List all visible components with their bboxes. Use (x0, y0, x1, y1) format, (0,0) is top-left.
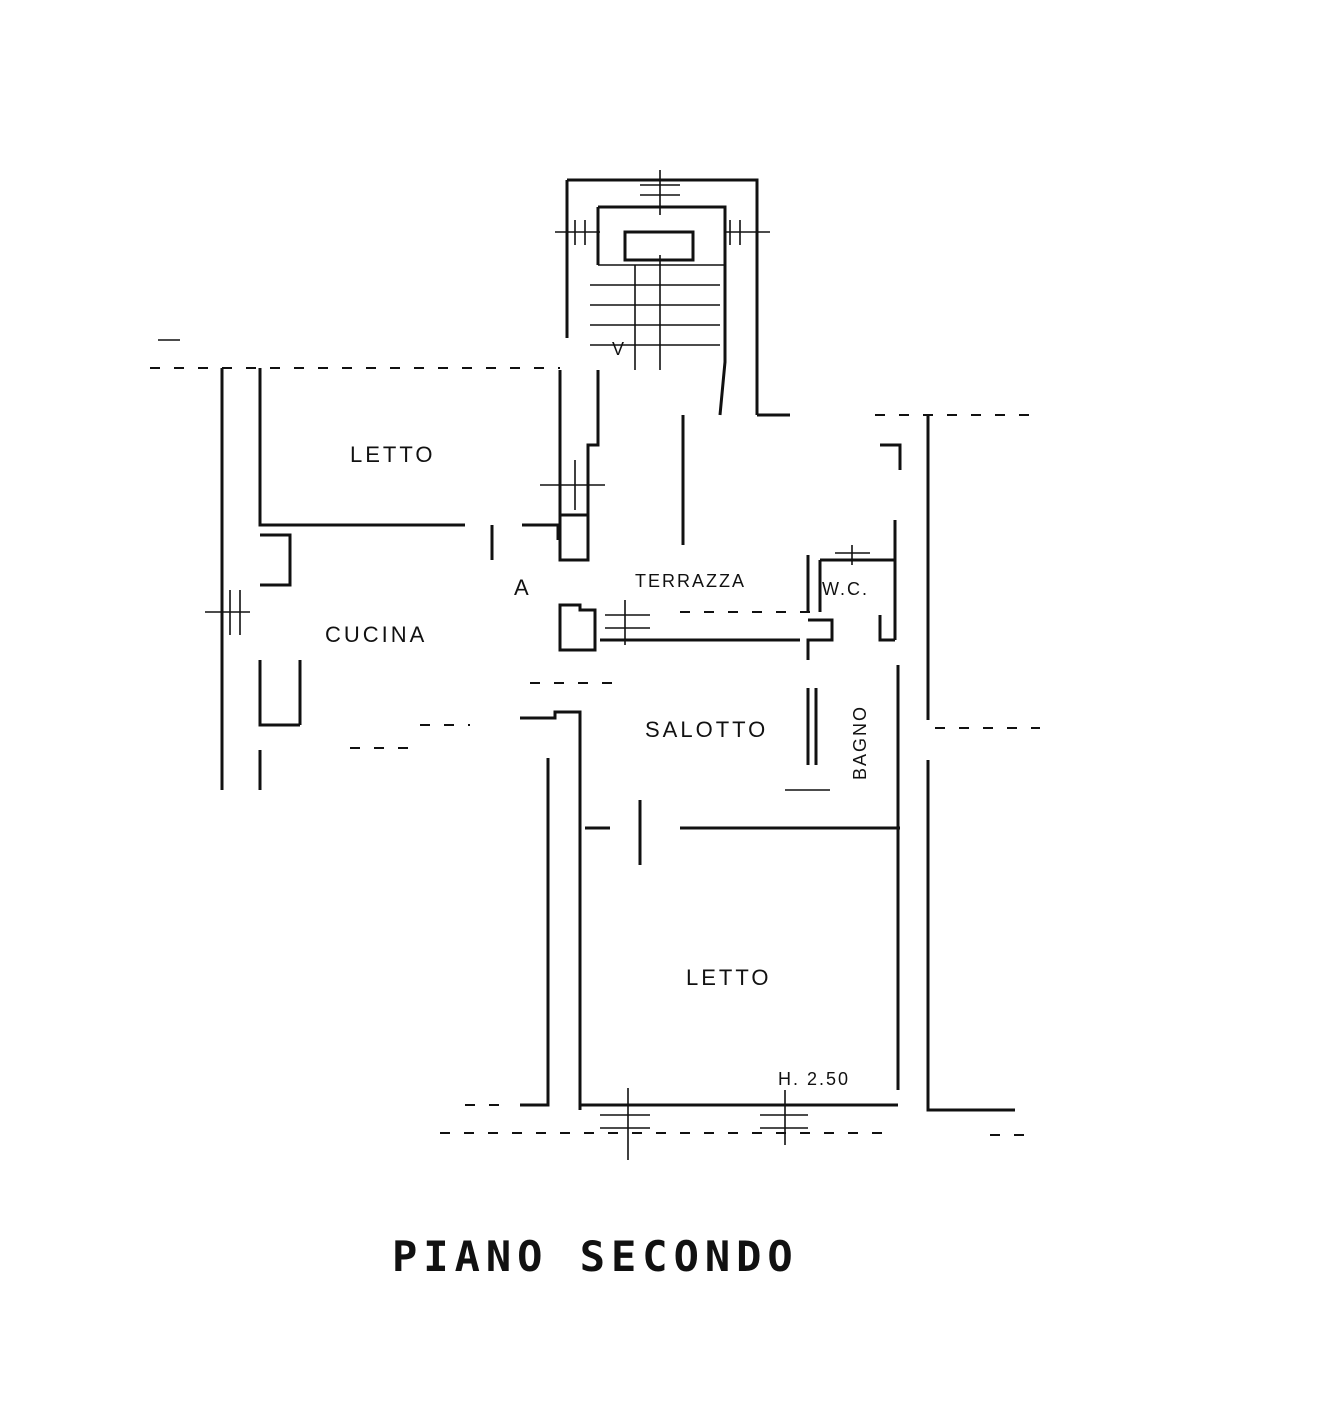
bathroom-block (785, 520, 897, 791)
stair-down-arrow: V (612, 339, 626, 359)
room-label-salotto: SALOTTO (645, 717, 768, 742)
room-label-wc: W.C. (822, 579, 869, 599)
lower-area (440, 710, 900, 1160)
room-label-letto-bottom: LETTO (686, 965, 772, 990)
room-label-letto-top: LETTO (350, 442, 436, 467)
plan-title: PIANO SECONDO (392, 1232, 799, 1281)
room-label-terrazza: TERRAZZA (635, 571, 746, 591)
room-label-bagno: BAGNO (850, 705, 870, 780)
central-area (530, 370, 1030, 684)
height-note: H. 2.50 (778, 1069, 850, 1089)
right-wing (896, 415, 1040, 1136)
stair-tower: V (555, 170, 770, 416)
room-label-cucina: CUCINA (325, 622, 427, 647)
entry-arrow: A (514, 575, 532, 600)
left-wing (150, 339, 560, 790)
